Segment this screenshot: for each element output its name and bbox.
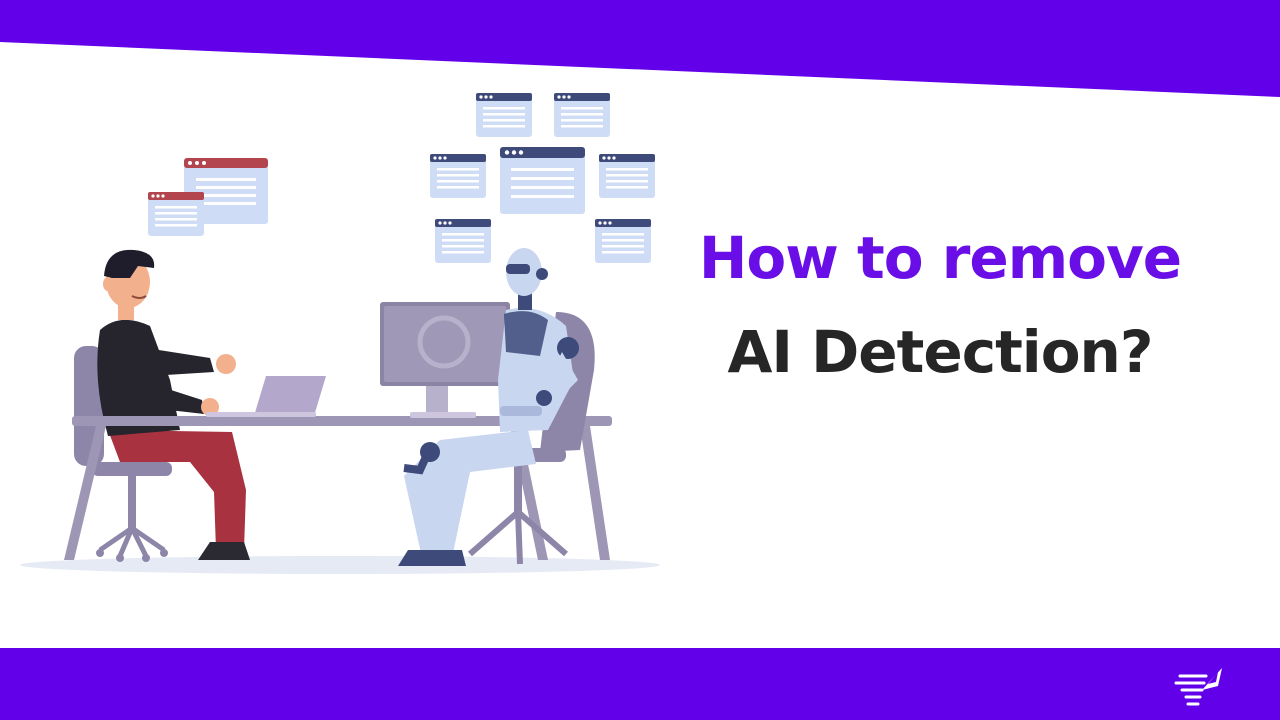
headline-line-2: AI Detection? (727, 318, 1154, 386)
browser-window-icon (500, 147, 585, 214)
bottom-banner (0, 648, 1280, 720)
browser-window-icon (430, 154, 486, 198)
browser-window-icon (435, 219, 491, 263)
top-banner (0, 0, 1280, 97)
rocket-speed-lines-icon (1174, 668, 1222, 706)
browser-window-icon (595, 219, 651, 263)
monitor-icon (380, 302, 510, 418)
laptop-icon (206, 376, 326, 417)
browser-window-icon (148, 192, 204, 236)
headline: How to remove AI Detection? (690, 222, 1190, 388)
browser-window-icon (599, 154, 655, 198)
headline-line-1: How to remove (698, 224, 1182, 292)
person-icon (97, 249, 250, 560)
browser-window-icon (184, 158, 268, 224)
person-and-robot-illustration (20, 93, 660, 574)
robot-icon (398, 248, 579, 566)
browser-window-icon (476, 93, 532, 137)
browser-window-icon (554, 93, 610, 137)
